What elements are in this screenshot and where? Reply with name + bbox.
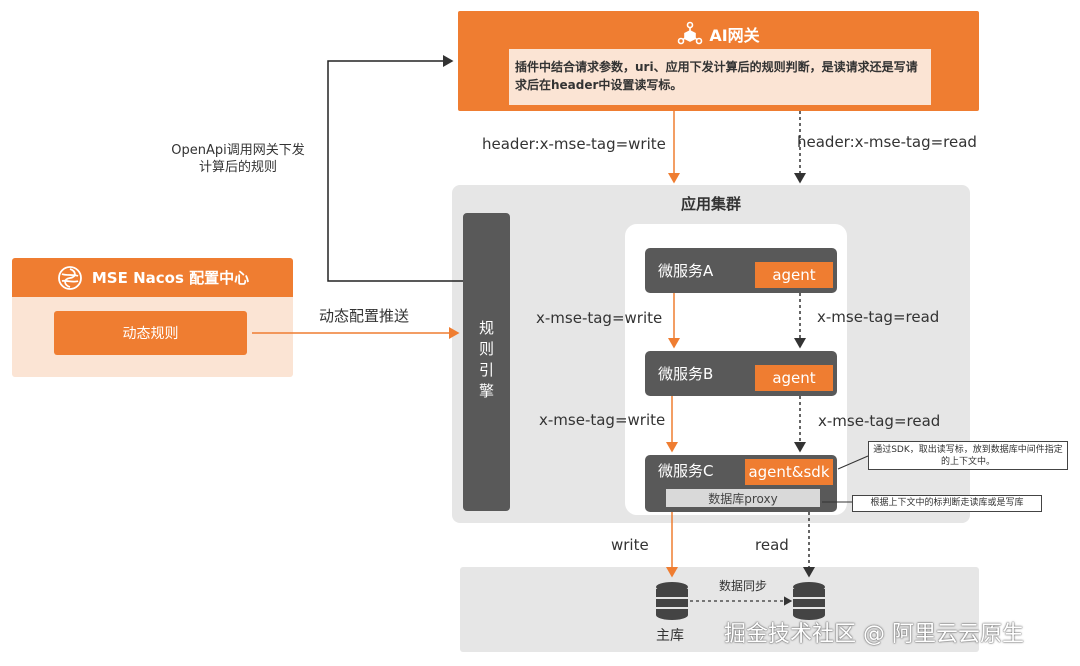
write-label: write [611, 536, 649, 554]
service-a-name: 微服务A [658, 262, 714, 280]
header-read-label: header:x-mse-tag=read [797, 133, 977, 151]
push-label: 动态配置推送 [319, 307, 410, 325]
database-panel [460, 567, 979, 652]
gateway-icon [678, 21, 703, 45]
sdk-note-leader [837, 455, 869, 470]
nacos-box: MSE Nacos 配置中心 动态规则 [12, 258, 293, 377]
tag-read-label-2: x-mse-tag=read [818, 412, 941, 430]
ai-gateway-box: AI网关 插件中结合请求参数，uri、应用下发计算后的规则判断，是读请求还是写请… [458, 11, 979, 111]
nacos-icon [57, 265, 82, 290]
rules-engine-box: 规则引擎 [463, 213, 510, 511]
service-a-agent: agent [755, 262, 833, 288]
watermark: 掘金技术社区 @ 阿里云云原生 [724, 622, 1024, 647]
ai-gateway-header: AI网关 [458, 17, 979, 51]
openapi-connector [327, 55, 463, 282]
tag-write-label-1: x-mse-tag=write [536, 309, 663, 327]
proxy-note: 根据上下文中的标判断走读库或是写库 [852, 495, 1042, 512]
ai-gateway-description: 插件中结合请求参数，uri、应用下发计算后的规则判断，是读请求还是写请求后在he… [509, 49, 931, 105]
app-cluster-title: 应用集群 [680, 194, 741, 213]
master-db-label: 主库 [656, 628, 684, 644]
service-b-agent: agent [755, 365, 833, 391]
tag-read-label-1: x-mse-tag=read [817, 308, 940, 326]
dynamic-rule-box: 动态规则 [54, 311, 247, 355]
sdk-note: 通过SDK，取出读写标，放到数据库中间件指定的上下文中。 [868, 441, 1068, 470]
ai-gateway-title: AI网关 [709, 26, 760, 45]
service-b-name: 微服务B [658, 365, 714, 383]
service-c-box: 微服务C agent&sdk 数据库proxy [645, 455, 837, 512]
tag-write-label-2: x-mse-tag=write [539, 411, 666, 429]
service-c-name: 微服务C [658, 461, 714, 480]
nacos-title: MSE Nacos 配置中心 [91, 269, 250, 287]
db-proxy-box: 数据库proxy [666, 489, 820, 507]
data-sync-label: 数据同步 [719, 579, 768, 593]
read-label: read [755, 536, 789, 554]
service-a-box: 微服务A agent [645, 248, 837, 293]
database-icon [793, 582, 825, 620]
service-c-agent: agent&sdk [745, 459, 833, 485]
header-write-label: header:x-mse-tag=write [482, 135, 666, 153]
service-b-box: 微服务B agent [645, 351, 837, 396]
nacos-header: MSE Nacos 配置中心 [12, 258, 293, 297]
openapi-label: OpenApi调用网关下发计算后的规则 [171, 143, 305, 175]
database-icon [656, 582, 688, 620]
